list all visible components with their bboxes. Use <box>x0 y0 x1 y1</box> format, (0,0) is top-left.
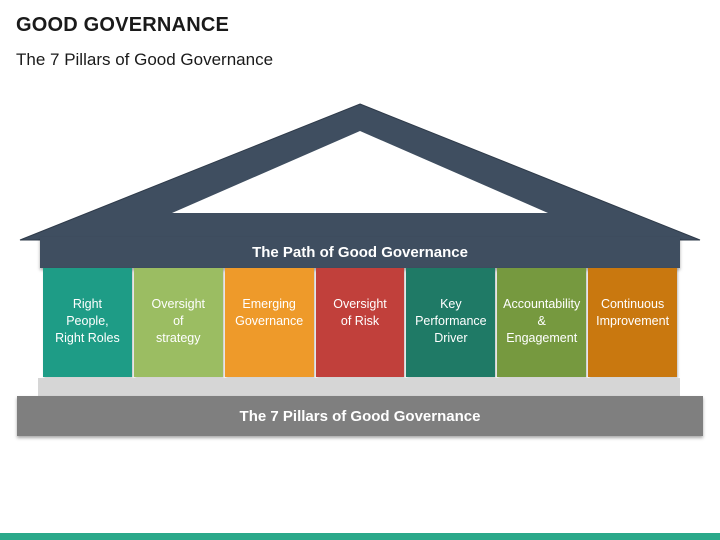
pillars-row: Right People, Right Roles Oversight of s… <box>43 268 678 377</box>
path-beam: The Path of Good Governance <box>40 237 680 268</box>
pillar-emerging-governance: Emerging Governance <box>224 268 314 377</box>
roof <box>19 103 701 241</box>
page-subtitle: The 7 Pillars of Good Governance <box>16 50 274 69</box>
pillar-key-performance: Key Performance Driver <box>406 268 496 377</box>
roof-inner <box>172 131 548 213</box>
pillar-oversight-risk: Oversight of Risk <box>315 268 405 377</box>
pillar-plinth <box>38 378 680 396</box>
page-title: GOOD GOVERNANCE <box>16 14 230 36</box>
pillar-right-people: Right People, Right Roles <box>43 268 132 377</box>
pillar-accountability: Accountability & Engagement <box>497 268 587 377</box>
pillar-continuous-improvement: Continuous Improvement <box>588 268 678 377</box>
footer-accent-bar <box>0 533 720 540</box>
foundation-base: The 7 Pillars of Good Governance <box>17 396 703 436</box>
pillar-oversight-strategy: Oversight of strategy <box>133 268 223 377</box>
